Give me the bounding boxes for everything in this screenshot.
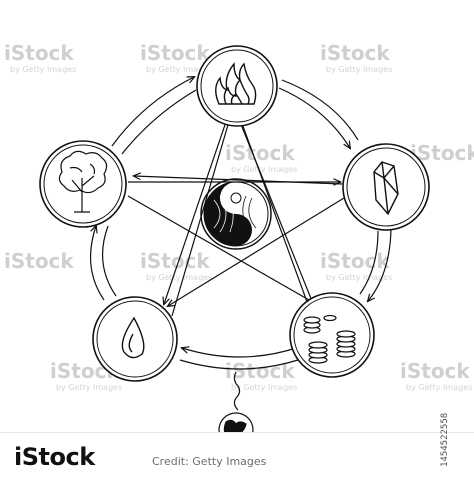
tree-icon [58,150,108,213]
cycle-arrow-water-wood [182,348,297,358]
watermark-credit: by Getty Images [231,165,297,174]
cycle-arrow-fire-metal [278,87,350,148]
watermark-text: iStock [225,359,295,383]
star-line-earth-water [127,195,316,304]
flame-icon [215,62,257,105]
element-node-earth [39,140,127,228]
credit-text: Credit: Getty Images [152,455,267,468]
cycle-arrow-fire-metal-2 [281,79,359,141]
element-node-water [289,292,375,378]
brand-logo: iStock [14,443,95,471]
watermark-text: iStock [140,249,210,273]
watermark-text: iStock [4,41,74,65]
watermark-credit: by Getty Images [146,65,212,74]
star-line-fire-wood [164,112,230,304]
watermark-layer: iStock by Getty Images iStock by Getty I… [4,41,474,392]
cycle-arrow-water-wood-2 [179,359,299,370]
watermark-credit: by Getty Images [231,383,297,392]
watermark-text: iStock [320,249,390,273]
cycle-arrow-wood-earth [90,226,105,301]
water-drop-icon [121,316,145,359]
generating-cycle [90,77,392,370]
watermark-text: iStock [4,249,74,273]
watermark-credit: by Getty Images [326,273,392,282]
watermark-credit: by Getty Images [326,65,392,74]
element-node-wood [92,296,178,382]
watermark-credit: by Getty Images [10,65,76,74]
cycle-arrow-earth-fire [111,77,194,147]
watermark-text: iStock [140,41,210,65]
watermark-text: iStock [320,41,390,65]
watermark-credit: by Getty Images [56,383,122,392]
element-node-fire [196,45,278,127]
image-id-container: 1454522558 [440,413,466,475]
cycle-arrow-earth-fire-2 [121,89,197,155]
watermark-credit: by Getty Images [146,273,212,282]
cycle-arrow-wood-earth-2 [102,225,117,297]
star-line-metal-wood [168,197,345,306]
credit-bar: iStock Credit: Getty Images 1454522558 [0,413,474,481]
cycle-arrow-metal-water [368,228,392,301]
cycle-arrow-metal-water-2 [359,230,379,295]
element-node-metal [342,143,430,231]
coins-icon [303,314,356,364]
star-line-metal-earth [134,176,343,185]
crystal-icon [373,161,399,216]
yin-yang-icon [200,178,272,250]
watermark-text: iStock [400,359,470,383]
image-id: 1454522558 [440,412,450,467]
watermark-text: iStock [225,141,295,165]
star-line-water-fire [239,117,311,311]
watermark-credit: by Getty Images [406,383,472,392]
